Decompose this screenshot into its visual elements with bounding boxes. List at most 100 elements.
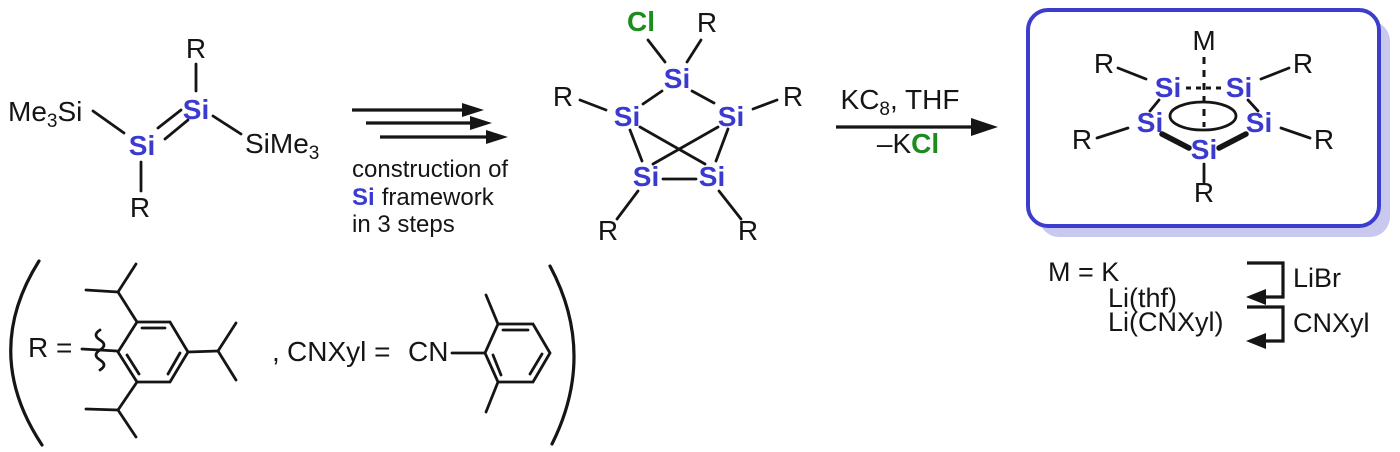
- squiggle-bond: [94, 328, 106, 372]
- bond: [1246, 98, 1260, 113]
- si-atom: Si: [718, 101, 744, 132]
- arrowhead: [971, 118, 998, 136]
- tip-group: [80, 262, 238, 439]
- me3si-label: Me3Si: [8, 96, 82, 132]
- si-atom: Si: [664, 63, 690, 94]
- si-atom: Si: [183, 94, 209, 125]
- si-atom: Si: [1155, 72, 1181, 103]
- benzene-ring: [116, 320, 190, 384]
- m-legend: M = K Li(thf) Li(CNXyl) LiBr CNXyl: [1048, 257, 1370, 349]
- double-bond-line: [163, 118, 190, 141]
- legend-reagent-1: LiBr: [1293, 263, 1341, 293]
- arrowhead: [462, 103, 484, 117]
- cross-bond: [651, 125, 720, 166]
- bond: [484, 293, 500, 326]
- bond: [211, 114, 243, 136]
- r-equals-label: R =: [28, 332, 72, 363]
- si-atom: Si: [1137, 107, 1163, 138]
- bond: [84, 407, 120, 412]
- inner-double-bond: [491, 353, 503, 377]
- paren-right: [548, 264, 576, 446]
- bond: [751, 98, 779, 111]
- si-atom: Si: [614, 101, 640, 132]
- si-atom: Si: [699, 161, 725, 192]
- caption-line3: in 3 steps: [352, 211, 455, 238]
- bond: [685, 38, 703, 64]
- aromatic-ellipse: [1168, 100, 1238, 132]
- si-atom: Si: [129, 130, 155, 161]
- r-label: R: [1194, 177, 1214, 208]
- bond: [116, 408, 138, 439]
- bond: [690, 89, 716, 105]
- legend-row-3: Li(CNXyl): [1108, 307, 1224, 337]
- reagents-label: KC8, THF: [841, 84, 960, 120]
- bond: [116, 262, 138, 294]
- bond: [717, 189, 743, 221]
- r-label: R: [738, 215, 758, 246]
- inner-double-bond: [166, 351, 182, 376]
- bond: [1148, 98, 1161, 113]
- legend-row-2: Li(thf): [1108, 283, 1177, 313]
- byproduct-label: –KCl: [877, 128, 939, 159]
- bond: [91, 109, 126, 135]
- r-label: R: [1293, 48, 1313, 79]
- r-label: R: [598, 215, 618, 246]
- conversion-arrow-1: [1247, 261, 1285, 299]
- r-label: R: [1072, 124, 1092, 155]
- double-bond-line: [156, 108, 183, 130]
- benzene-ring: [483, 322, 552, 384]
- bond: [484, 380, 500, 414]
- box-frame: [1026, 8, 1381, 228]
- bond: [116, 380, 139, 412]
- bond: [1279, 126, 1312, 140]
- r-label: R: [1314, 124, 1334, 155]
- r-label: R: [783, 81, 803, 112]
- r-label: R: [553, 81, 573, 112]
- reactant-disilene: Me3Si Si Si R R SiMe3: [8, 33, 319, 223]
- bond: [1095, 126, 1130, 140]
- r-cnxyl-definition: R = , CNXyl = CN: [9, 259, 576, 447]
- cn-label: CN: [408, 336, 448, 367]
- bond: [646, 38, 667, 64]
- cl-atom: Cl: [627, 6, 655, 37]
- arrowhead: [1246, 289, 1266, 305]
- reaction-arrow: KC8, THF –KCl: [836, 84, 998, 159]
- bond: [628, 128, 644, 163]
- bond: [1116, 66, 1148, 81]
- inner-double-bond: [125, 353, 141, 376]
- arrowhead: [486, 130, 508, 144]
- si-atom: Si: [1246, 107, 1272, 138]
- r-label: R: [697, 7, 717, 38]
- steps-arrows: [352, 103, 508, 144]
- caption-line1: construction of: [352, 156, 508, 183]
- bold-bond: [1216, 131, 1249, 151]
- si-atom: Si: [1226, 72, 1252, 103]
- bond: [186, 349, 220, 354]
- m-label: M: [1192, 25, 1215, 56]
- bond: [714, 127, 730, 163]
- sime3-label: SiMe3: [245, 128, 319, 164]
- bond: [116, 290, 139, 324]
- bond: [84, 288, 120, 294]
- inner-double-bond: [528, 352, 544, 376]
- bold-bond: [1159, 131, 1192, 151]
- r-label: R: [186, 33, 206, 64]
- comma-label: ,: [272, 336, 280, 367]
- r-label: R: [130, 192, 150, 223]
- si-atom: Si: [633, 161, 659, 192]
- cross-bond: [638, 125, 707, 166]
- legend-reagent-2: CNXyl: [1293, 308, 1370, 338]
- arrowhead: [470, 116, 492, 130]
- cnxyl-equals-label: CNXyl =: [287, 336, 390, 367]
- conversion-arrow-2: [1247, 305, 1285, 343]
- bond: [216, 321, 238, 353]
- bond: [615, 189, 640, 221]
- bond: [1259, 66, 1291, 81]
- bond: [578, 98, 608, 112]
- legend-row-1: M = K: [1048, 257, 1119, 287]
- r-label: R: [1094, 48, 1114, 79]
- xylyl-group: [450, 293, 552, 414]
